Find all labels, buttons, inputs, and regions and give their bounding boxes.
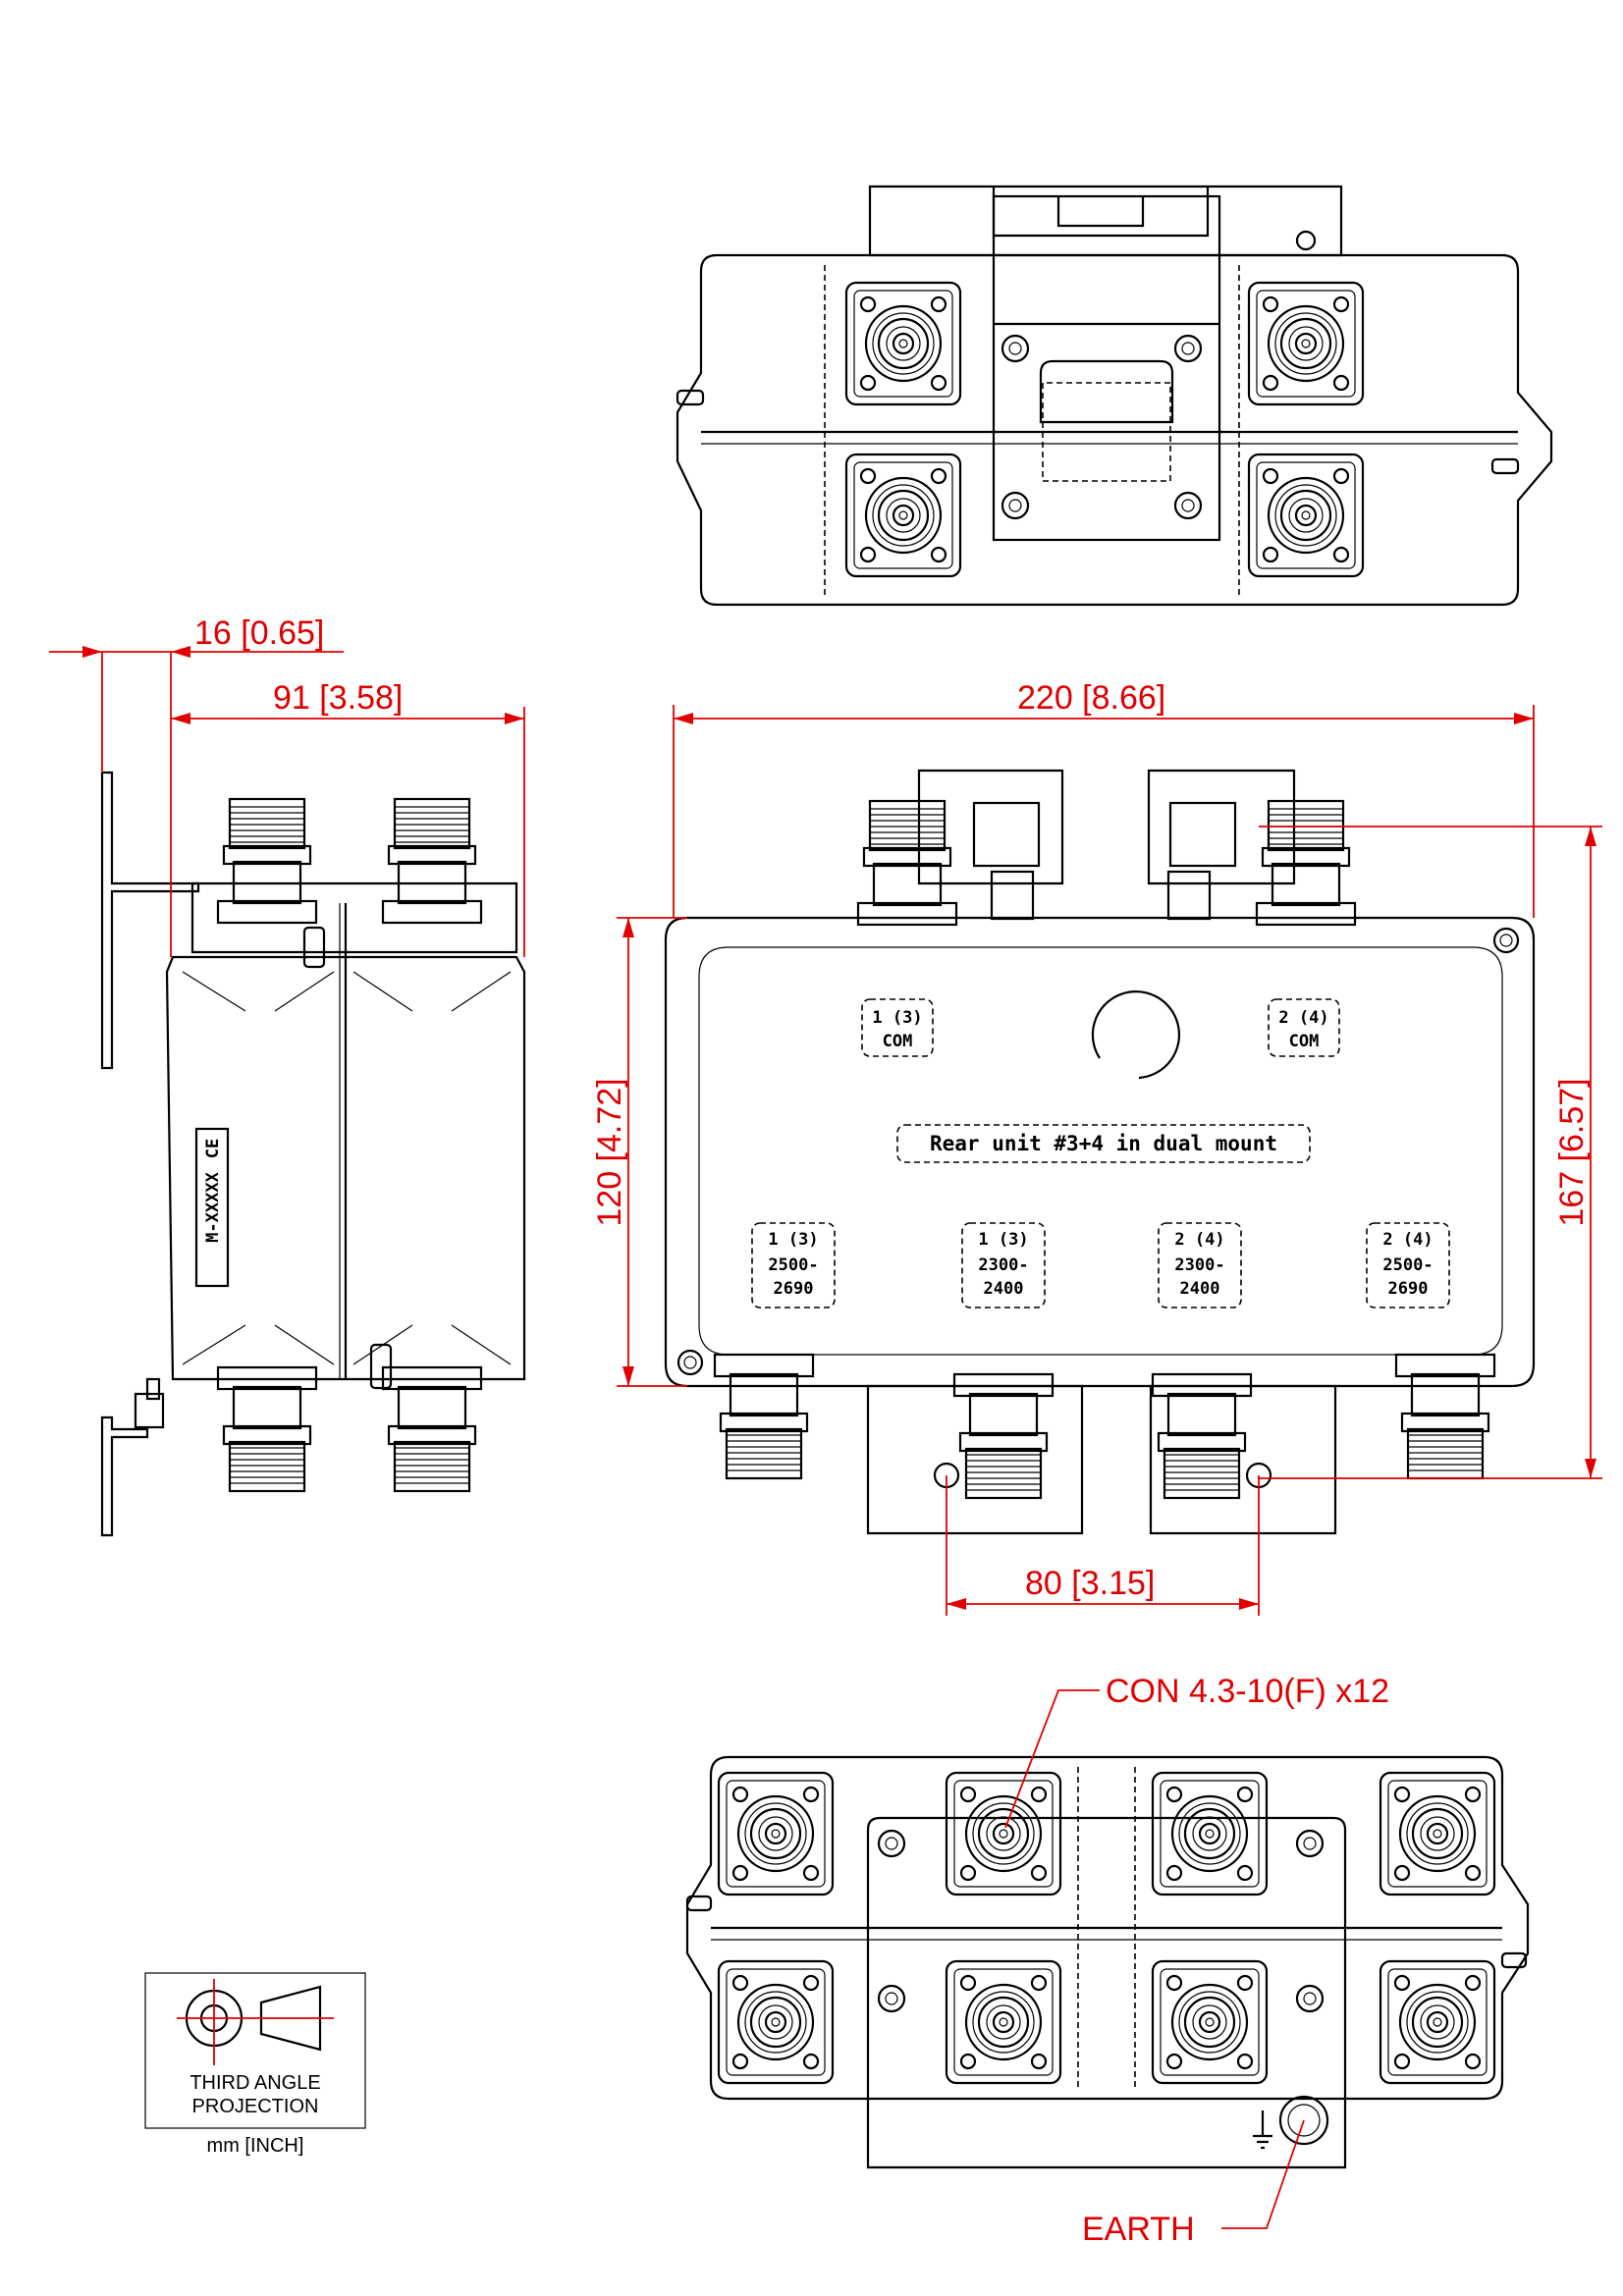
projection-symbol: THIRD ANGLE PROJECTION mm [INCH]	[144, 1972, 366, 2157]
dim-91: 91 [3.58]	[273, 679, 403, 717]
dimension-lines: 16 [0.65] 91 [3.58] 220 [8.66] 120 [4.72…	[49, 614, 1602, 2248]
side-view: M-XXXXX CE	[100, 771, 526, 1537]
side-ce-mark: CE	[203, 1139, 223, 1158]
port-b1-line1: 1 (3)	[768, 1230, 818, 1250]
dim-16: 16 [0.65]	[194, 614, 324, 652]
dim-167: 167 [6.57]	[1553, 1078, 1591, 1226]
projection-line1: THIRD ANGLE	[189, 2072, 320, 2094]
bottom-view	[685, 1755, 1530, 2169]
port-top-left-line2: COM	[883, 1032, 913, 1051]
port-top-right-line2: COM	[1289, 1032, 1320, 1051]
projection-line2: PROJECTION	[192, 2096, 319, 2117]
port-b4-line1: 2 (4)	[1382, 1230, 1433, 1250]
port-b3-line1: 2 (4)	[1174, 1230, 1224, 1250]
earth-callout: EARTH	[1082, 2211, 1195, 2248]
port-b1-line2: 2500-	[768, 1255, 818, 1275]
port-top-left-line1: 1 (3)	[872, 1008, 922, 1028]
port-top-right-line1: 2 (4)	[1278, 1008, 1328, 1028]
projection-units: mm [INCH]	[207, 2135, 304, 2157]
port-b3-line3: 2400	[1180, 1279, 1220, 1299]
port-b2-line3: 2400	[984, 1279, 1024, 1299]
port-b2-line2: 2300-	[978, 1255, 1028, 1275]
top-view	[676, 185, 1553, 607]
front-view: 1 (3) COM 2 (4) COM Rear unit #3+4 in du…	[664, 769, 1536, 1535]
dim-80: 80 [3.15]	[1025, 1565, 1155, 1602]
port-b2-line1: 1 (3)	[978, 1230, 1028, 1250]
port-b4-line3: 2690	[1388, 1279, 1429, 1299]
side-model-label: M-XXXXX	[203, 1171, 223, 1242]
port-b4-line2: 2500-	[1382, 1255, 1433, 1275]
port-b1-line3: 2690	[774, 1279, 814, 1299]
dim-220: 220 [8.66]	[1017, 679, 1165, 717]
port-b3-line2: 2300-	[1174, 1255, 1224, 1275]
dim-120: 120 [4.72]	[591, 1078, 628, 1226]
mount-note: Rear unit #3+4 in dual mount	[930, 1132, 1277, 1155]
connector-callout: CON 4.3-10(F) x12	[1106, 1673, 1389, 1710]
